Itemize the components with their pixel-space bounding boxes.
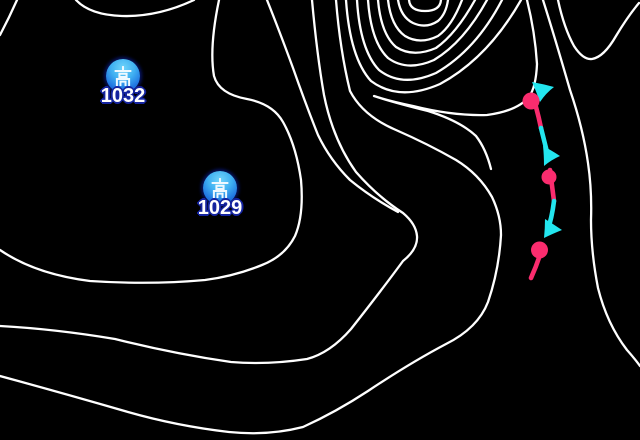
- cold-front-triangle-icon: [532, 82, 554, 102]
- isobar-line: [407, 0, 443, 13]
- isobar-line: [265, 0, 400, 214]
- isobar-line: [541, 0, 640, 368]
- cold-front-triangle-icon: [543, 146, 560, 166]
- isobar-line: [366, 0, 489, 67]
- isobar-line: [0, 0, 19, 37]
- pressure-value-label: 1032: [100, 85, 146, 107]
- pressure-value-label: 1029: [197, 197, 243, 219]
- isobar-line: [355, 0, 504, 81]
- warm-front-semicircle-icon: [541, 169, 557, 185]
- isobar-line: [74, 0, 196, 18]
- isobar-line: [0, 0, 503, 435]
- isobar-line: [372, 0, 539, 171]
- cold-front-triangle-icon: [544, 219, 562, 238]
- kanji-high-symbol-icon: [211, 178, 229, 198]
- isobar-line: [386, 0, 464, 42]
- high-pressure-circle: [106, 59, 140, 93]
- isobar-line: [376, 0, 477, 54]
- isobar-line: [396, 0, 450, 27]
- stationary-front: [522, 82, 562, 281]
- isobar-line: [0, 0, 419, 365]
- warm-front-segment: [533, 104, 544, 131]
- warm-front-semicircle-icon: [522, 92, 540, 110]
- isobar-line: [0, 0, 303, 284]
- high-pressure-circle: [203, 171, 237, 205]
- kanji-high-symbol-icon: [114, 66, 132, 86]
- warm-front-semicircle-icon: [531, 241, 548, 259]
- isobar-line: [556, 0, 640, 61]
- isobar-line: [344, 0, 523, 94]
